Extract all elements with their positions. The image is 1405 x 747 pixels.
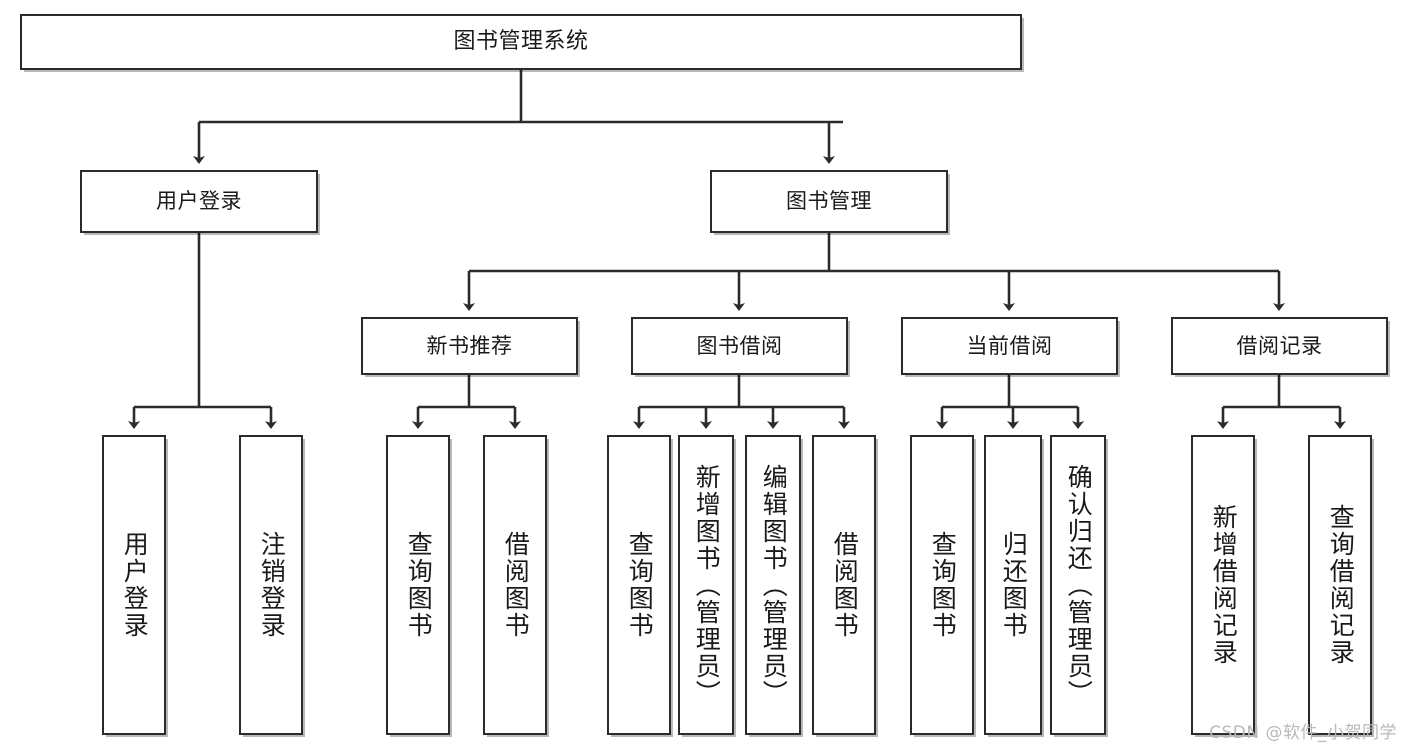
- node-book-manage[interactable]: 图书管理: [710, 170, 948, 233]
- node-leaf-query-borrow-record[interactable]: 查询借阅记录: [1308, 435, 1372, 735]
- node-leaf-query-book-3-label: 查询图书: [928, 531, 958, 639]
- node-leaf-borrow-book-2-label: 借阅图书: [830, 531, 860, 639]
- node-leaf-add-borrow-record-label: 新增借阅记录: [1209, 504, 1239, 666]
- node-leaf-query-book-1-label: 查询图书: [404, 531, 434, 639]
- node-leaf-borrow-book-2[interactable]: 借阅图书: [812, 435, 876, 735]
- node-current-borrow-label: 当前借阅: [966, 333, 1053, 358]
- node-new-book-recommend-label: 新书推荐: [426, 333, 513, 358]
- node-leaf-logout-login[interactable]: 注销登录: [239, 435, 303, 735]
- node-current-borrow[interactable]: 当前借阅: [901, 317, 1118, 375]
- node-leaf-confirm-return-label: 确认归还（管理员）: [1064, 463, 1094, 707]
- node-book-borrow-label: 图书借阅: [696, 333, 783, 358]
- node-borrow-record[interactable]: 借阅记录: [1171, 317, 1388, 375]
- node-user-login-label: 用户登录: [156, 189, 242, 214]
- node-borrow-record-label: 借阅记录: [1236, 333, 1323, 358]
- node-leaf-add-book-label: 新增图书（管理员）: [692, 463, 722, 707]
- node-leaf-edit-book[interactable]: 编辑图书（管理员）: [745, 435, 801, 735]
- node-new-book-recommend[interactable]: 新书推荐: [361, 317, 578, 375]
- node-book-manage-label: 图书管理: [786, 189, 872, 214]
- node-leaf-user-login-label: 用户登录: [120, 531, 150, 639]
- node-leaf-query-borrow-record-label: 查询借阅记录: [1326, 504, 1356, 666]
- node-leaf-borrow-book-1[interactable]: 借阅图书: [483, 435, 547, 735]
- node-leaf-query-book-3[interactable]: 查询图书: [910, 435, 974, 735]
- node-leaf-confirm-return[interactable]: 确认归还（管理员）: [1050, 435, 1106, 735]
- node-leaf-edit-book-label: 编辑图书（管理员）: [759, 463, 789, 707]
- node-book-borrow[interactable]: 图书借阅: [631, 317, 848, 375]
- watermark-text: CSDN @软件_小贺同学: [1209, 723, 1397, 743]
- node-leaf-query-book-1[interactable]: 查询图书: [386, 435, 450, 735]
- node-leaf-user-login[interactable]: 用户登录: [102, 435, 166, 735]
- node-leaf-query-book-2[interactable]: 查询图书: [607, 435, 671, 735]
- node-leaf-add-borrow-record[interactable]: 新增借阅记录: [1191, 435, 1255, 735]
- node-leaf-borrow-book-1-label: 借阅图书: [501, 531, 531, 639]
- node-root[interactable]: 图书管理系统: [20, 14, 1022, 70]
- node-leaf-query-book-2-label: 查询图书: [625, 531, 655, 639]
- node-leaf-return-book-label: 归还图书: [999, 531, 1029, 639]
- node-root-label: 图书管理系统: [453, 29, 589, 55]
- node-leaf-logout-login-label: 注销登录: [257, 531, 287, 639]
- node-user-login[interactable]: 用户登录: [80, 170, 318, 233]
- node-leaf-add-book[interactable]: 新增图书（管理员）: [678, 435, 734, 735]
- node-leaf-return-book[interactable]: 归还图书: [984, 435, 1042, 735]
